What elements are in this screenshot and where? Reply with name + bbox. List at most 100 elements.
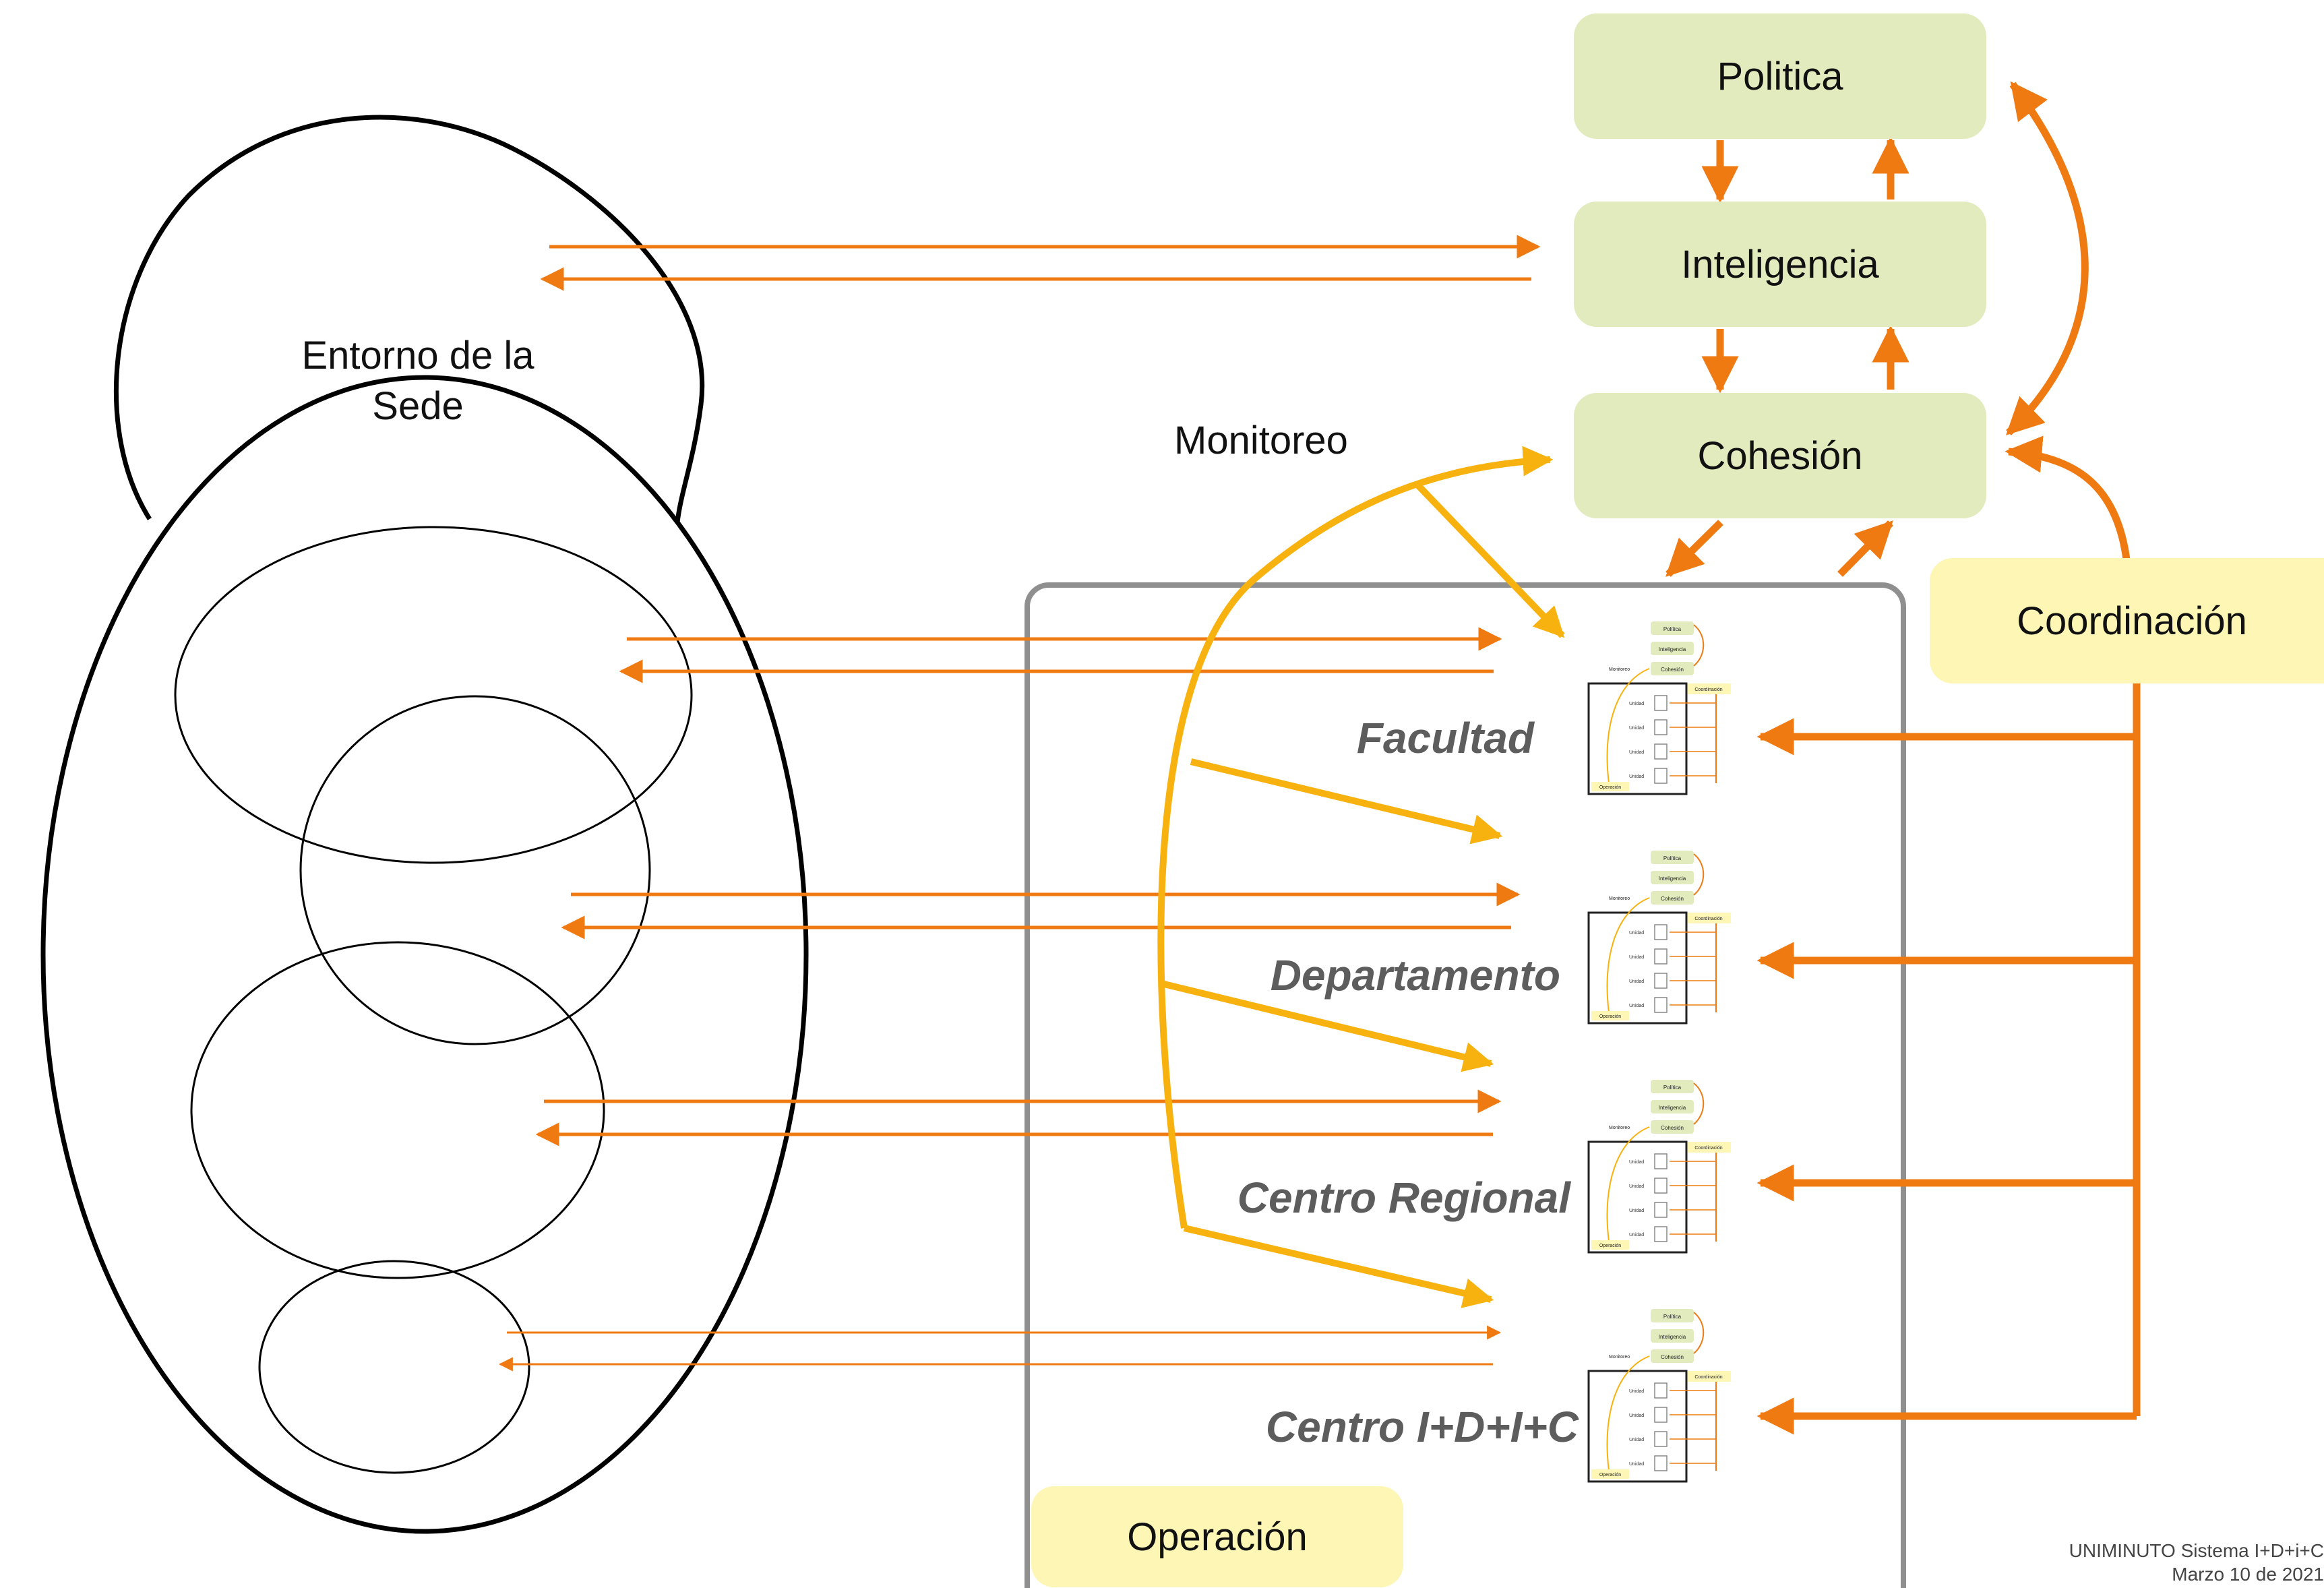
mini-unit-box	[1654, 1202, 1668, 1218]
mini-cohesion-box	[1651, 662, 1694, 675]
environment-arrows	[498, 235, 1541, 1372]
mini-unit-text: Unidad	[1629, 1389, 1644, 1394]
politica-label: Politica	[1717, 54, 1843, 98]
cohesion-label: Cohesión	[1697, 433, 1863, 478]
mini-politica-text: Política	[1663, 626, 1682, 632]
mini-monitor-link	[1606, 1126, 1650, 1242]
mini-unit-box	[1654, 1407, 1668, 1423]
environment-label-line2: Sede	[372, 384, 464, 429]
mini-monitoreo-text: Monitoreo	[1609, 667, 1630, 672]
mini-unit-box	[1654, 997, 1668, 1013]
unit-label-departamento: Departamento	[1270, 951, 1560, 1000]
mini-operation-frame	[1587, 1140, 1688, 1254]
mini-operacion-text: Operación	[1599, 1014, 1621, 1019]
mini-unit-box	[1654, 1382, 1668, 1399]
mini-unit-text: Unidad	[1629, 1004, 1644, 1008]
mini-politica-text: Política	[1663, 855, 1682, 861]
footer-line1: UNIMINUTO Sistema I+D+i+C	[2069, 1540, 2324, 1561]
mini-operacion-box	[1591, 1011, 1629, 1020]
mini-cohesion-box	[1651, 1120, 1694, 1134]
monitoring-arrows	[1157, 446, 1565, 1308]
mini-monitoreo-text: Monitoreo	[1609, 896, 1630, 901]
mini-unit-text: Unidad	[1629, 1209, 1644, 1213]
mini-link	[1693, 1312, 1705, 1354]
mini-inteligencia-box	[1651, 1100, 1694, 1113]
mini-coordinacion-text: Coordinación	[1694, 1375, 1722, 1380]
mini-cohesion-box	[1651, 891, 1694, 905]
mini-unit-text: Unidad	[1629, 979, 1644, 984]
mini-unit-text: Unidad	[1629, 1184, 1644, 1189]
inteligencia-box: Inteligencia	[1574, 202, 1986, 327]
mini-unit-text: Unidad	[1629, 774, 1644, 779]
mini-politica-text: Política	[1663, 1085, 1682, 1091]
mini-cohesion-text: Cohesión	[1661, 896, 1684, 902]
mini-coordinacion-text: Coordinación	[1694, 1146, 1722, 1151]
mini-monitor-link	[1606, 897, 1650, 1013]
mini-vsm-3: PolíticaInteligenciaCohesiónCoordinación…	[1587, 1080, 1731, 1254]
mini-vsm-1: PolíticaInteligenciaCohesiónCoordinación…	[1587, 621, 1731, 795]
mini-unit-text: Unidad	[1629, 931, 1644, 936]
mini-operacion-box	[1591, 1469, 1629, 1479]
mini-vsm-2: PolíticaInteligenciaCohesiónCoordinación…	[1587, 851, 1731, 1025]
mini-politica-box	[1651, 851, 1694, 864]
mini-coordinacion-box	[1688, 913, 1731, 923]
mini-coordinacion-box	[1688, 683, 1731, 694]
coordinacion-box: Coordinación	[1930, 558, 2324, 683]
footer-line2: Marzo 10 de 2021	[2172, 1564, 2324, 1585]
environment-label: Entorno de la Sede	[270, 330, 566, 432]
mini-unit-box	[1654, 743, 1668, 760]
mini-inteligencia-text: Inteligencia	[1659, 1105, 1686, 1111]
mini-politica-box	[1651, 1309, 1694, 1322]
mini-inteligencia-box	[1651, 871, 1694, 884]
mini-coordinacion-box	[1688, 1142, 1731, 1153]
mini-unit-box	[1654, 1431, 1668, 1447]
operacion-label: Operación	[1127, 1515, 1308, 1559]
mini-link	[1693, 1082, 1705, 1125]
mini-unit-text: Unidad	[1629, 955, 1644, 960]
mini-unit-box	[1654, 948, 1668, 965]
mini-coordinacion-text: Coordinación	[1694, 917, 1722, 921]
mini-unit-box	[1654, 719, 1668, 735]
mini-operation-frame	[1587, 1370, 1688, 1483]
unit-label-centro-regional: Centro Regional	[1237, 1173, 1570, 1222]
footer: UNIMINUTO Sistema I+D+i+C Marzo 10 de 20…	[2041, 1539, 2324, 1586]
mini-operation-frame	[1587, 682, 1688, 795]
environment-label-line1: Entorno de la	[301, 334, 534, 377]
mini-unit-text: Unidad	[1629, 1233, 1644, 1238]
mini-vsm-group: PolíticaInteligenciaCohesiónCoordinación…	[1587, 621, 1731, 1483]
mini-unit-box	[1654, 973, 1668, 989]
mini-unit-text: Unidad	[1629, 702, 1644, 706]
mini-unit-text: Unidad	[1629, 1160, 1644, 1165]
mini-unit-text: Unidad	[1629, 1413, 1644, 1418]
mini-inteligencia-box	[1651, 1329, 1694, 1343]
mini-operation-frame	[1587, 911, 1688, 1025]
unit-label-centro-idic: Centro I+D+I+C	[1265, 1403, 1579, 1451]
operation-frame	[1025, 582, 1906, 1588]
mini-inteligencia-text: Inteligencia	[1659, 646, 1686, 652]
inteligencia-label: Inteligencia	[1681, 242, 1879, 286]
mini-unit-box	[1654, 1455, 1668, 1471]
cohesion-box: Cohesión	[1574, 393, 1986, 518]
unit-label-facultad: Facultad	[1356, 714, 1534, 762]
coordinacion-label: Coordinación	[2017, 599, 2247, 643]
mini-monitor-link	[1606, 668, 1650, 784]
operacion-box: Operación	[1031, 1486, 1403, 1587]
mini-unit-box	[1654, 695, 1668, 711]
mini-politica-text: Política	[1663, 1314, 1682, 1320]
mini-cohesion-text: Cohesión	[1661, 667, 1684, 673]
system-arrows	[1665, 81, 2141, 1435]
mini-inteligencia-text: Inteligencia	[1659, 1334, 1686, 1340]
mini-inteligencia-box	[1651, 642, 1694, 655]
mini-link	[1693, 624, 1705, 667]
mini-unit-box	[1654, 1226, 1668, 1242]
mini-unit-text: Unidad	[1629, 1438, 1644, 1442]
mini-unit-box	[1654, 924, 1668, 940]
mini-coordinacion-text: Coordinación	[1694, 688, 1722, 692]
mini-coordinacion-box	[1688, 1371, 1731, 1382]
mini-monitor-link	[1606, 1355, 1650, 1471]
mini-unit-text: Unidad	[1629, 726, 1644, 731]
mini-operacion-text: Operación	[1599, 1244, 1621, 1248]
mini-operacion-box	[1591, 782, 1629, 791]
